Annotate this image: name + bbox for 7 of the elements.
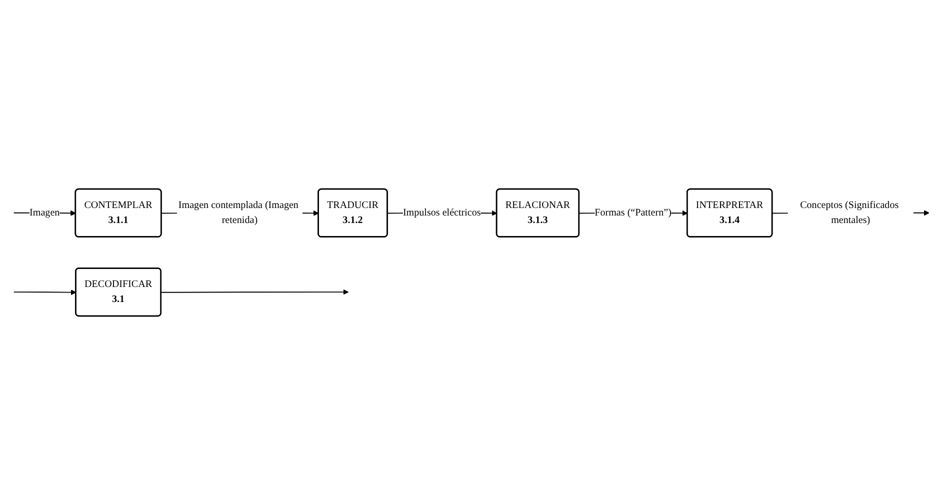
process-box: INTERPRETAR 3.1.4 (686, 188, 773, 237)
arrow (160, 288, 349, 294)
process-box: DECODIFICAR 3.1 (75, 267, 162, 316)
process-box: CONTEMPLAR 3.1.1 (74, 188, 162, 237)
process-box: TRADUCIR 3.1.2 (318, 188, 388, 237)
process-box: RELACIONAR 3.1.3 (496, 188, 580, 237)
arrow (13, 289, 76, 295)
